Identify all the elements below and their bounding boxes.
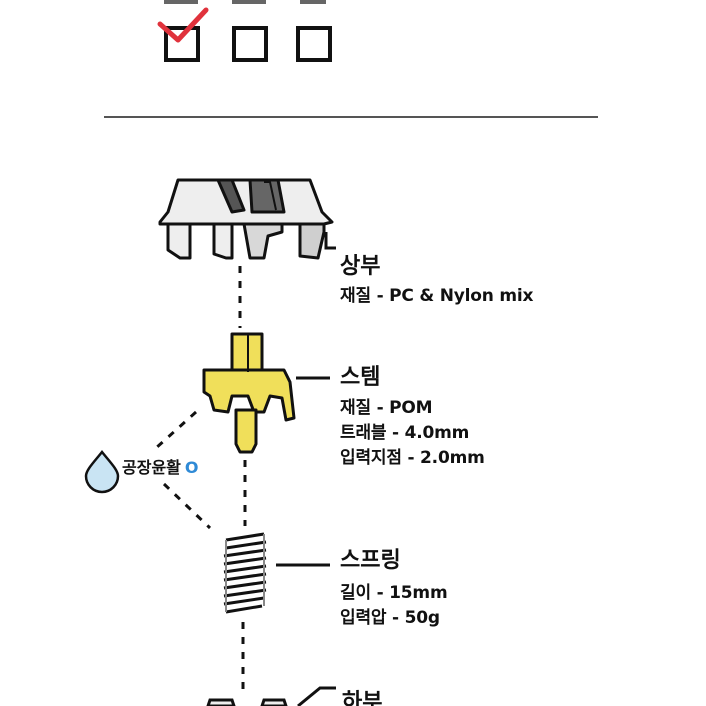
lubrication-value: O: [184, 458, 199, 477]
spring-illustration: [223, 532, 267, 614]
cropped-label-mark: [164, 0, 198, 4]
part-title-stem: 스템: [340, 365, 381, 390]
bottom-housing-illustration: [206, 698, 288, 706]
water-drop-icon: [84, 449, 120, 494]
part-spec-top-1: 재질 - PC & Nylon mix: [340, 286, 534, 306]
checkbox-3[interactable]: [296, 26, 332, 62]
checkbox-2[interactable]: [232, 26, 268, 62]
part-title-bottom: 하부: [342, 690, 383, 706]
top-housing-illustration: [158, 178, 334, 260]
lubrication-label: 공장윤활: [122, 458, 181, 477]
part-spec-stem-1: 재질 - POM: [340, 398, 433, 418]
part-title-spring: 스프링: [340, 548, 401, 573]
part-spec-spring-2: 입력압 - 50g: [340, 608, 440, 628]
dashed-connectors: [154, 266, 247, 690]
part-spec-stem-2: 트래블 - 4.0mm: [340, 423, 470, 443]
cropped-label-mark: [232, 0, 266, 4]
part-title-top: 상부: [340, 254, 381, 279]
leader-lines: [276, 232, 336, 706]
part-spec-spring-1: 길이 - 15mm: [340, 583, 448, 603]
checkbox-row: [157, 0, 332, 62]
check-mark-icon: [157, 7, 209, 43]
checkbox-1[interactable]: [164, 26, 200, 62]
cropped-label-mark: [300, 0, 326, 4]
part-spec-stem-3: 입력지점 - 2.0mm: [340, 448, 485, 468]
stem-illustration: [202, 332, 296, 454]
